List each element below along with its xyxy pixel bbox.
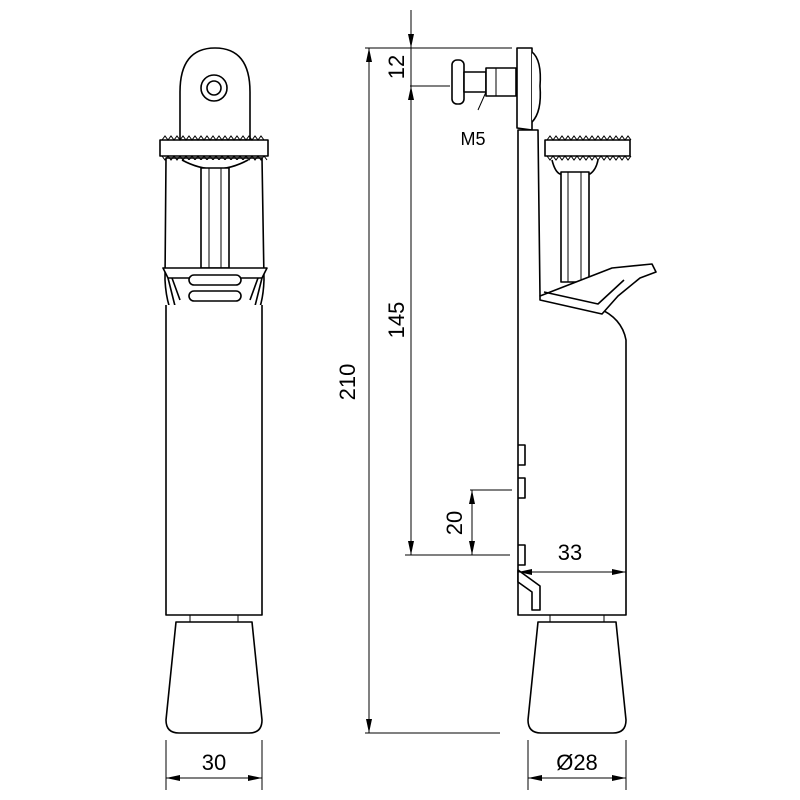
dim-total-height: 210 [335, 47, 512, 734]
dim-diameter-foot: Ø28 [527, 740, 627, 790]
dim-top-offset: 12 [384, 10, 450, 110]
m5-screw [451, 59, 517, 105]
front-main-tube [165, 305, 263, 616]
side-backplate [516, 47, 533, 131]
side-release-lever [539, 263, 657, 315]
dim-width-front: 30 [165, 740, 263, 790]
dim-label-210: 210 [335, 364, 360, 401]
screw-callout: M5 [460, 91, 487, 149]
dim-label-d28: Ø28 [556, 750, 598, 775]
side-knurled-pedal [544, 139, 631, 157]
mounting-hole-inner [206, 80, 222, 96]
front-knurled-pedal [159, 139, 269, 157]
dim-label-145: 145 [384, 302, 409, 339]
side-view [451, 47, 657, 734]
dim-projection: 33 [518, 540, 626, 575]
dim-mount-height: 145 [384, 110, 510, 556]
wall-slots [517, 444, 526, 566]
front-view [159, 47, 269, 734]
dim-slot-pitch: 20 [442, 489, 512, 555]
dim-label-30: 30 [202, 750, 226, 775]
side-plunger-rod [560, 171, 590, 283]
screw-label: M5 [460, 129, 485, 149]
side-floor-bracket [517, 569, 541, 611]
dim-label-12: 12 [384, 55, 409, 79]
dim-label-20: 20 [442, 511, 467, 535]
front-rubber-foot [165, 621, 263, 734]
dim-label-33: 33 [558, 540, 582, 565]
mounting-hole-outer [200, 74, 228, 102]
side-rubber-foot [527, 621, 627, 734]
front-plunger-rod [200, 167, 230, 269]
